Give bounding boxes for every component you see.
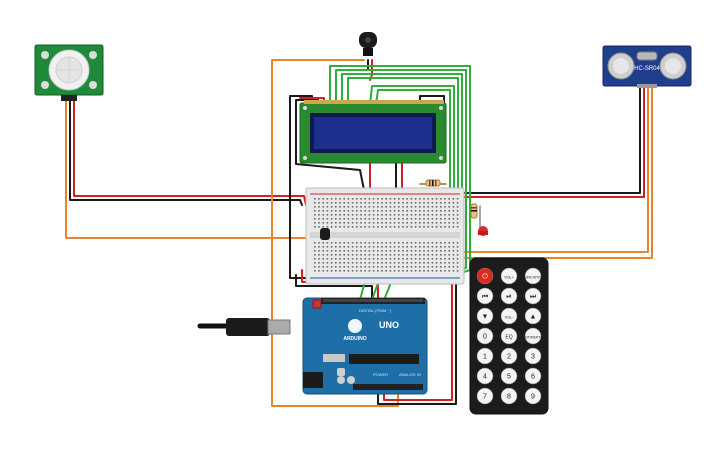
remote-button-label: 2 <box>507 354 511 361</box>
remote-button-label: 3 <box>531 354 535 361</box>
remote-button[interactable]: ⏯ <box>500 287 518 305</box>
remote-button-label: ▼ <box>482 314 489 321</box>
remote-button[interactable]: 1 <box>476 347 494 365</box>
remote-button[interactable]: 4 <box>476 367 494 385</box>
remote-button[interactable]: VOL+ <box>500 267 518 285</box>
transistor-icon <box>320 228 330 240</box>
resistor-icon <box>425 179 441 187</box>
remote-button-label: ⏭ <box>530 294 537 301</box>
remote-button[interactable]: 7 <box>476 387 494 405</box>
remote-button[interactable]: 3 <box>524 347 542 365</box>
ultrasonic-sensor-icon[interactable]: HC-SR04 <box>602 45 692 88</box>
remote-button[interactable]: 2 <box>500 347 518 365</box>
ultrasonic-label: HC-SR04 <box>634 66 660 72</box>
remote-button[interactable]: 0 <box>476 327 494 345</box>
remote-button-label: 7 <box>483 394 487 401</box>
ir-receiver-icon[interactable] <box>359 32 377 56</box>
remote-button[interactable]: ⏻ <box>476 267 494 285</box>
remote-button-label: ⏻ <box>482 273 488 281</box>
remote-button[interactable]: ▲ <box>524 307 542 325</box>
remote-button-label: 5 <box>507 374 511 381</box>
pir-wire-black <box>69 99 303 206</box>
remote-button[interactable]: ⏭ <box>524 287 542 305</box>
remote-button-label: 1 <box>483 354 487 361</box>
arduino-digital-label: DIGITAL (PWM ~) <box>359 308 392 313</box>
remote-button-label: FUNC/STOP <box>523 276 544 280</box>
remote-button-label: 9 <box>531 394 535 401</box>
breadboard-icon <box>305 187 465 285</box>
remote-button[interactable]: FUNC/STOP <box>523 267 544 285</box>
resistor-2-icon <box>470 203 478 219</box>
remote-button-label: VOL- <box>505 316 514 320</box>
remote-button-label: ⏮ <box>482 294 488 301</box>
remote-button-label: VOL+ <box>504 276 513 280</box>
remote-button-label: 4 <box>483 374 487 381</box>
remote-button[interactable]: ST/REPT <box>524 327 541 345</box>
pir-wire-red <box>73 99 307 206</box>
remote-button[interactable]: 6 <box>524 367 542 385</box>
remote-button-label: ST/REPT <box>525 336 541 340</box>
pir-motion-sensor-icon[interactable] <box>34 44 104 101</box>
remote-button[interactable]: VOL- <box>500 307 518 325</box>
led-icon <box>478 226 488 236</box>
arduino-analog-label: ANALOG IN <box>399 372 421 377</box>
remote-button[interactable]: 8 <box>500 387 518 405</box>
remote-button-label: 8 <box>507 394 511 401</box>
usb-cable-icon <box>197 318 291 336</box>
arduino-wire-black-bottom <box>377 279 457 405</box>
arduino-brand: ARDUINO <box>343 336 366 342</box>
remote-button-label: 0 <box>483 334 487 341</box>
remote-button-label: EQ <box>505 335 512 341</box>
arduino-power-label: POWER <box>373 372 388 377</box>
remote-button-label: 6 <box>531 374 535 381</box>
remote-button-label: ⏯ <box>506 294 512 301</box>
power-wire-black-2 <box>295 274 373 301</box>
remote-button[interactable]: 9 <box>524 387 542 405</box>
arduino-uno-icon[interactable]: DIGITAL (PWM ~) ARDUINO UNO POWER ANALOG… <box>302 297 428 395</box>
lcd-16x2-icon[interactable] <box>299 100 447 164</box>
remote-button[interactable]: ⏮ <box>476 287 494 305</box>
arduino-model: UNO <box>379 320 399 330</box>
remote-button-label: ▲ <box>530 314 537 321</box>
breadboard-holes <box>314 198 459 272</box>
remote-buttons: ⏻ VOL+ FUNC/STOP ⏮ ⏯ ⏭ ▼ VOL- ▲ 0 EQ ST/REPT 1 2 3 4 5 6 7… <box>476 267 544 405</box>
remote-button[interactable]: EQ <box>500 327 518 345</box>
remote-button[interactable]: ▼ <box>476 307 494 325</box>
remote-button[interactable]: 5 <box>500 367 518 385</box>
ir-remote-icon[interactable]: ⏻ VOL+ FUNC/STOP ⏮ ⏯ ⏭ ▼ VOL- ▲ 0 EQ ST/REPT 1 2 3 4 5 6 7… <box>469 257 549 415</box>
